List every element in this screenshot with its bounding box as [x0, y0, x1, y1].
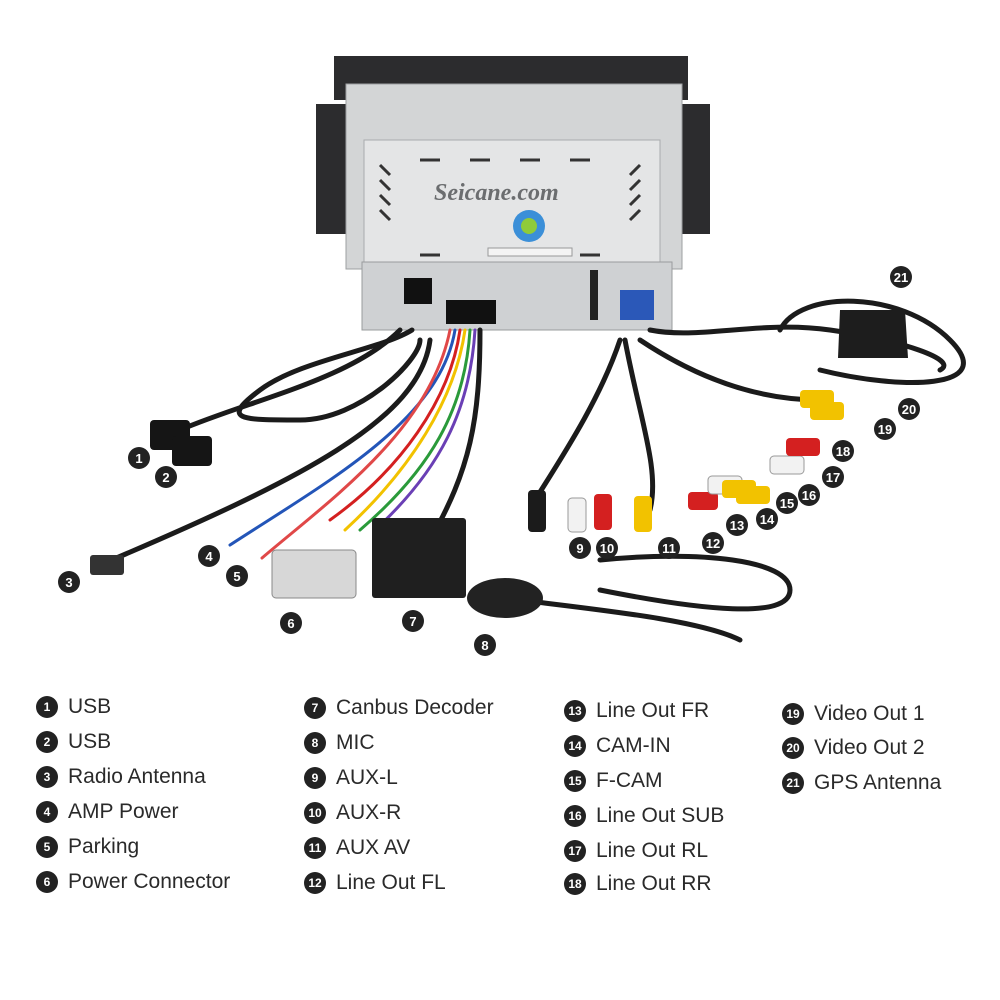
- usb-connector-2: [172, 436, 212, 466]
- callout-16: 16: [798, 484, 820, 506]
- gps-antenna-puck: [838, 310, 908, 358]
- callout-7: 7: [402, 610, 424, 632]
- callout-9: 9: [569, 537, 591, 559]
- callout-12: 12: [702, 532, 724, 554]
- radio-antenna-plug: [90, 555, 124, 575]
- callout-21: 21: [890, 266, 912, 288]
- callout-3: 3: [58, 571, 80, 593]
- serial-label: [487, 247, 573, 257]
- power-connector: [271, 549, 357, 599]
- callout-15: 15: [776, 492, 798, 514]
- microphone: [467, 578, 543, 618]
- mounting-bracket-right: [680, 104, 710, 234]
- rca-plugs: [528, 390, 844, 533]
- callout-6: 6: [280, 612, 302, 634]
- mounting-bracket-left: [316, 104, 346, 234]
- brand-watermark: Seicane.com: [434, 180, 559, 206]
- callout-2: 2: [155, 466, 177, 488]
- head-unit-wiring-diagram: Seicane.com: [90, 56, 966, 643]
- callout-20: 20: [898, 398, 920, 420]
- callout-13: 13: [726, 514, 748, 536]
- callout-5: 5: [226, 565, 248, 587]
- product-illustration: Seicane.com 1 2 3 4 5 6 7 8 9 10 11 12 1…: [58, 56, 966, 656]
- callout-17: 17: [822, 466, 844, 488]
- callout-10: 10: [596, 537, 618, 559]
- callout-8: 8: [474, 634, 496, 656]
- callout-14: 14: [756, 508, 778, 530]
- callout-11: 11: [658, 537, 680, 559]
- callout-4: 4: [198, 545, 220, 567]
- callout-18: 18: [832, 440, 854, 462]
- canbus-decoder-box: [372, 518, 466, 598]
- callout-1: 1: [128, 447, 150, 469]
- callout-19: 19: [874, 418, 896, 440]
